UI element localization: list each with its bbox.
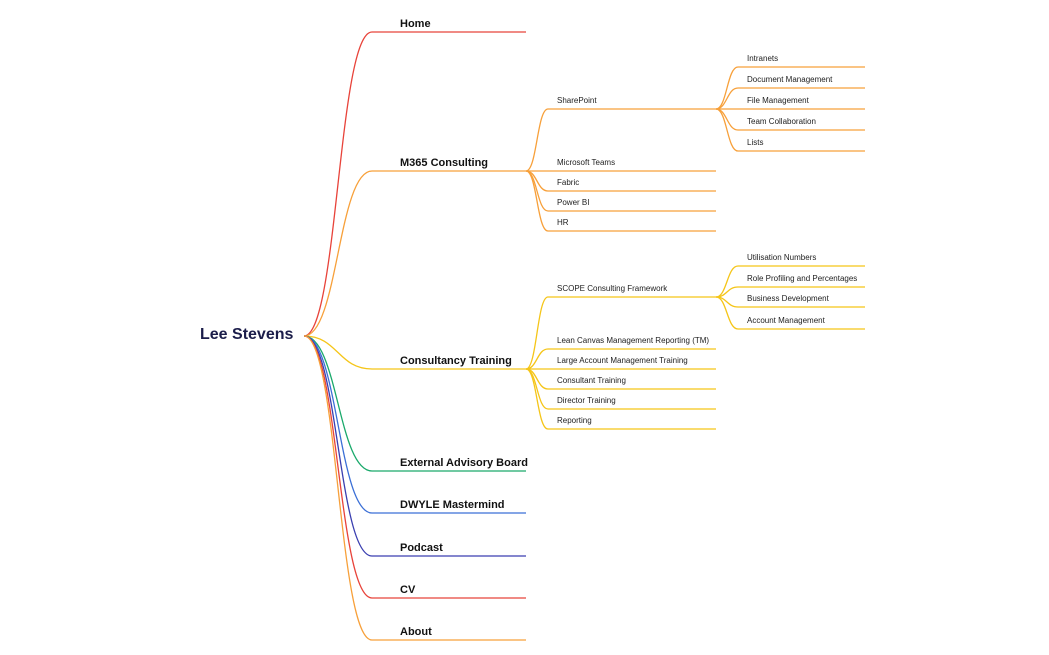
topic-lean-canvas-management-reporting-tm[interactable]: Lean Canvas Management Reporting (TM) xyxy=(557,336,710,345)
branch-consultancy-training[interactable]: Consultancy Training xyxy=(400,355,512,367)
subtopic-account-management[interactable]: Account Management xyxy=(747,316,825,325)
connector-account-management xyxy=(715,296,865,330)
connector-utilisation-numbers xyxy=(715,265,865,298)
connector-cv xyxy=(303,335,526,599)
connector-scope-consulting-framework xyxy=(525,296,716,370)
connector-sharepoint xyxy=(525,108,716,172)
topic-large-account-management-training[interactable]: Large Account Management Training xyxy=(557,356,688,365)
subtopic-business-development[interactable]: Business Development xyxy=(747,294,829,303)
topic-sharepoint[interactable]: SharePoint xyxy=(557,96,597,105)
connector-hr xyxy=(525,170,716,232)
branch-external-advisory-board[interactable]: External Advisory Board xyxy=(400,457,528,469)
connector-document-management xyxy=(715,87,865,110)
topic-consultant-training[interactable]: Consultant Training xyxy=(557,376,626,385)
mindmap-root[interactable]: Lee Stevens xyxy=(200,326,294,343)
branch-home[interactable]: Home xyxy=(400,18,431,30)
connector-intranets xyxy=(715,66,865,110)
connector-m365-consulting xyxy=(303,170,526,337)
branch-m365-consulting[interactable]: M365 Consulting xyxy=(400,157,489,169)
connector-lean-canvas-management-reporting-tm xyxy=(525,348,716,370)
topic-director-training[interactable]: Director Training xyxy=(557,396,616,405)
topic-microsoft-teams[interactable]: Microsoft Teams xyxy=(557,158,616,167)
topic-scope-consulting-framework[interactable]: SCOPE Consulting Framework xyxy=(557,284,668,293)
subtopic-file-management[interactable]: File Management xyxy=(747,96,809,105)
branch-about[interactable]: About xyxy=(400,626,432,638)
topic-fabric[interactable]: Fabric xyxy=(557,178,580,187)
topic-hr[interactable]: HR xyxy=(557,218,569,227)
branch-cv[interactable]: CV xyxy=(400,584,416,596)
connector-role-profiling-and-percentages xyxy=(715,286,865,298)
connector-consultancy-training xyxy=(303,335,526,370)
subtopic-lists[interactable]: Lists xyxy=(747,138,764,147)
connector-external-advisory-board xyxy=(303,335,526,472)
connector-home xyxy=(303,31,526,337)
connector-reporting xyxy=(525,368,716,430)
topic-power-bi[interactable]: Power BI xyxy=(557,198,590,207)
subtopic-intranets[interactable]: Intranets xyxy=(747,54,779,63)
branch-dwyle-mastermind[interactable]: DWYLE Mastermind xyxy=(400,499,505,511)
connector-about xyxy=(303,335,526,641)
subtopic-utilisation-numbers[interactable]: Utilisation Numbers xyxy=(747,253,817,262)
topic-reporting[interactable]: Reporting xyxy=(557,416,592,425)
connector-fabric xyxy=(525,170,716,192)
subtopic-team-collaboration[interactable]: Team Collaboration xyxy=(747,117,816,126)
branch-podcast[interactable]: Podcast xyxy=(400,542,443,554)
connector-lists xyxy=(715,108,865,152)
connector-podcast xyxy=(303,335,526,557)
subtopic-role-profiling-and-percentages[interactable]: Role Profiling and Percentages xyxy=(747,274,858,283)
subtopic-document-management[interactable]: Document Management xyxy=(747,75,833,84)
connector-dwyle-mastermind xyxy=(303,335,526,514)
